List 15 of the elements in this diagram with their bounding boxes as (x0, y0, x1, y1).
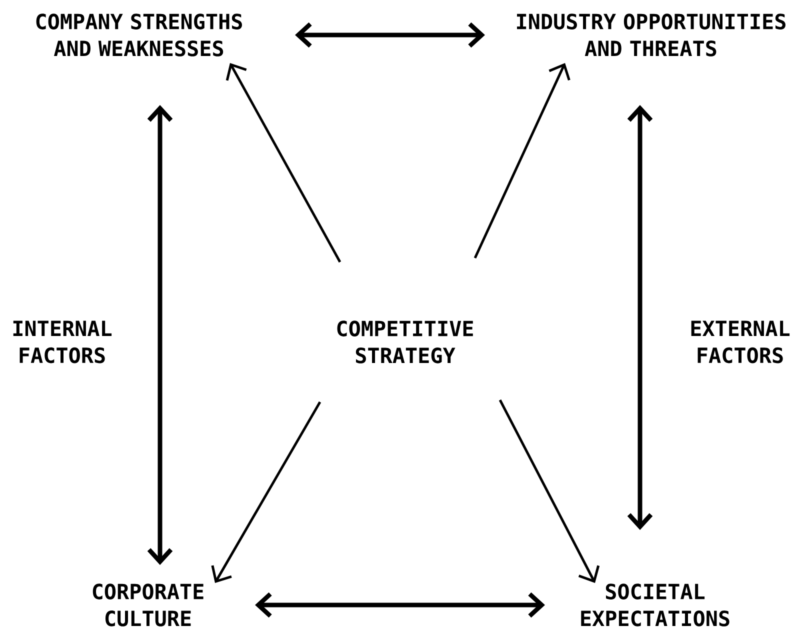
node-label: COMPANY STRENGTHS AND WEAKNESSES (36, 14, 242, 56)
arrow (627, 105, 653, 530)
arrow (295, 22, 485, 48)
node-label: CORPORATE CULTURE (92, 584, 204, 626)
arrow (211, 401, 322, 583)
node-label: SOCIETAL EXPECTATIONS (581, 584, 730, 626)
arrow (474, 63, 570, 259)
side-label: EXTERNAL FACTORS (691, 320, 790, 364)
arrow (226, 63, 342, 263)
side-label: INTERNAL FACTORS (13, 320, 112, 364)
arrow (147, 105, 173, 565)
arrow (255, 592, 545, 618)
arrow (498, 399, 600, 583)
node-label: INDUSTRY OPPORTUNITIES AND THREATS (517, 14, 786, 56)
node-label: COMPETITIVE STRATEGY (337, 320, 473, 364)
